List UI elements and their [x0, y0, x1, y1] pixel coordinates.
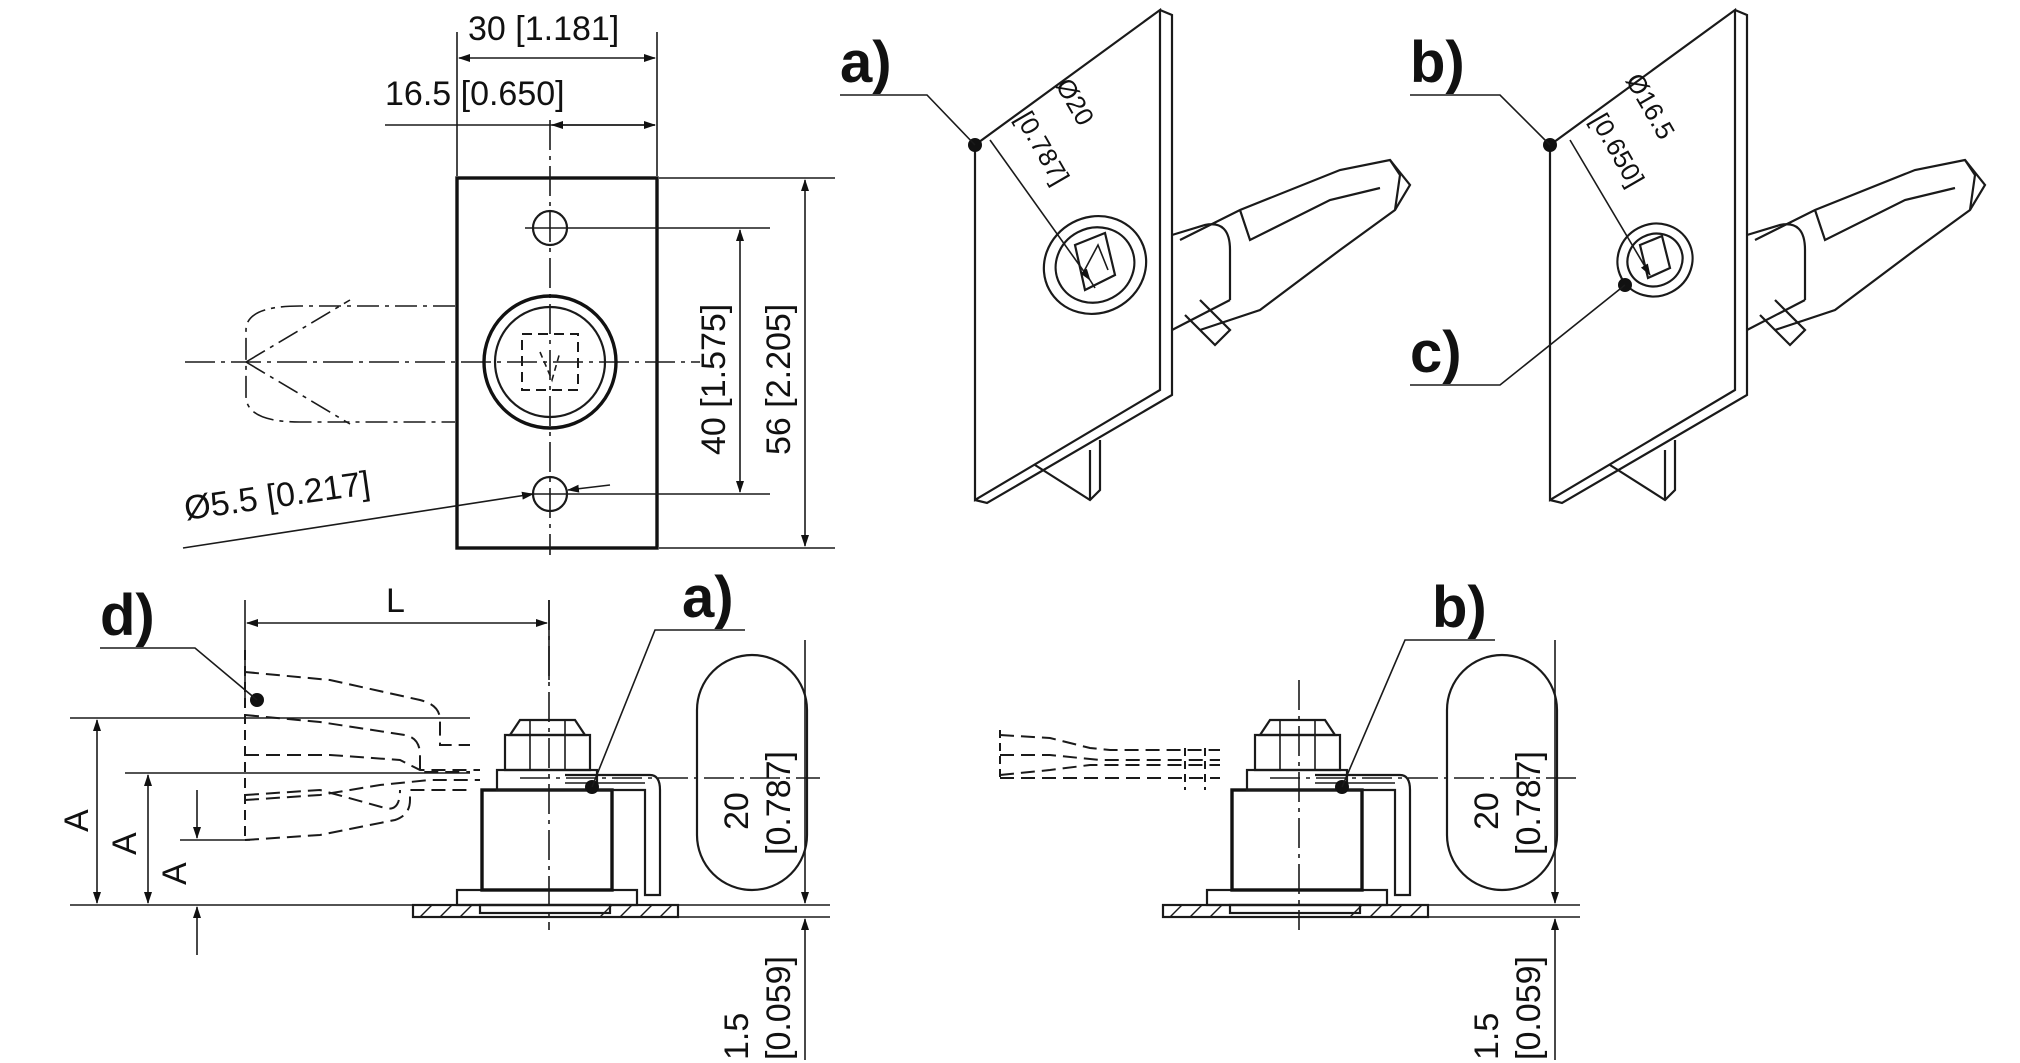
callout-a-top: a): [840, 30, 892, 95]
panel-b: [1548, 7, 1737, 502]
dia-inch-label-a: [0.787]: [1010, 106, 1076, 190]
lock-body-side-b: [1230, 788, 1364, 892]
callout-b-top: b): [1410, 30, 1465, 95]
dia-inch-label-b: [0.650]: [1585, 108, 1651, 192]
dim-width-total: 30 [1.181]: [468, 10, 619, 48]
dim-height-total: 56 [2.205]: [760, 304, 798, 455]
dim-1-5-in-b: [0.059]: [1510, 956, 1548, 1060]
dim-length-L: L: [386, 582, 405, 620]
iso-view-a: Ø20 [0.787] a): [840, 7, 1412, 505]
mounting-plate-outline: [455, 176, 659, 550]
dim-hole-spacing: 40 [1.575]: [695, 304, 733, 455]
callout-d: d): [100, 583, 155, 648]
dim-20-in-b: [0.787]: [1510, 751, 1548, 855]
dim-1-5-in-a: [0.059]: [760, 956, 798, 1060]
lock-body-outer: [482, 294, 618, 430]
panel-a: [973, 7, 1162, 502]
side-view-b: b) 20 [0.787] 1.5 [0.059]: [999, 575, 1580, 1060]
callout-a-bottom: a): [682, 565, 734, 630]
key-profile-hidden: [521, 333, 579, 391]
dim-20-box-b: [1445, 653, 1559, 892]
callout-c: c): [1410, 320, 1462, 385]
lever-b: [1754, 158, 1987, 332]
dim-hole-diameter: Ø5.5 [0.217]: [182, 464, 373, 528]
dim-20-mm-b: 20: [1468, 792, 1506, 830]
dim-20-in-a: [0.787]: [760, 751, 798, 855]
callout-b-bottom: b): [1432, 575, 1487, 640]
iso-view-b: Ø16.5 [0.650] b) c): [1410, 7, 1987, 505]
dim-20-box-a: [695, 653, 809, 892]
lock-face-a: [1042, 214, 1148, 316]
lock-body-inner: [493, 305, 607, 419]
lever-a: [1179, 158, 1412, 332]
dim-width-half: 16.5 [0.650]: [385, 75, 565, 113]
dim-1-5-mm-b: 1.5: [1468, 1013, 1506, 1060]
dia-label-b: Ø16.5: [1620, 68, 1681, 144]
lever-phantom-outline: [245, 305, 455, 423]
dim-A-1: A: [58, 809, 96, 832]
dim-1-5-mm-a: 1.5: [718, 1013, 756, 1060]
dia-label-a: Ø20: [1050, 73, 1101, 131]
side-view-a: L A A A d) a) 20 [0.787] 1.5 [0.059]: [58, 565, 830, 1060]
dim-A-2: A: [106, 832, 144, 855]
dim-A-3: A: [156, 862, 194, 885]
top-view: 30 [1.181] 16.5 [0.650] 40 [1.575] 56 [2…: [182, 10, 835, 555]
dim-20-mm-a: 20: [718, 792, 756, 830]
lock-body-side-a: [480, 788, 614, 892]
